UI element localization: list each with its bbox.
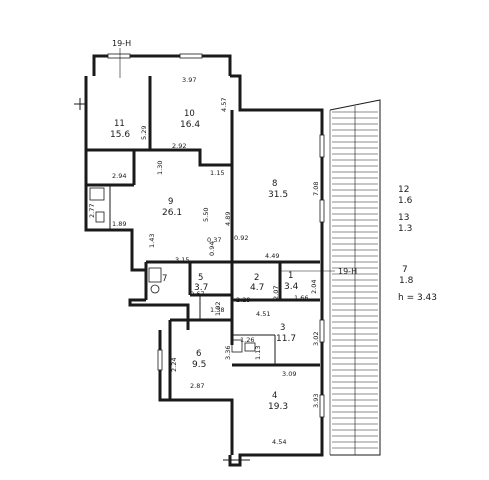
stair-outline [329,99,381,456]
legend-12-area: 1.6 [398,196,413,206]
dim-label: 7.08 [312,182,320,196]
dim-label: 1.38 [210,306,224,314]
fixtures [89,187,256,353]
room-10-area: 16.4 [180,120,200,130]
dim-label: 3.36 [224,346,232,360]
dim-label: 1.89 [112,220,126,228]
room-8-area: 31.5 [268,190,288,200]
room-3-number: 3 [280,323,285,333]
room-1-area: 3.4 [284,282,299,292]
area-legend: 12 1.6 13 1.3 7 1.8 h = 3.43 [398,185,437,303]
room-5-area: 3.7 [194,283,208,293]
dim-label: 1.13 [254,346,262,360]
legend-7-number: 7 [402,265,408,275]
dim-label: 4.51 [256,310,270,318]
dim-label: 3.15 [175,256,189,264]
dim-label: 1.66 [294,294,308,302]
dimension-labels: 3.97 4.57 5.29 2.92 1.15 2.94 1.30 5.50 … [88,76,320,446]
room-11-area: 15.6 [110,130,130,140]
room-1-number: 1 [288,271,293,281]
dim-label: 4.89 [224,212,232,226]
dim-label: 2.94 [112,172,126,180]
dim-label: 2.24 [170,358,178,372]
dim-label: 2.29 [236,296,250,304]
room-9-number: 9 [168,197,173,207]
dim-label: 1.02 [214,302,222,316]
section-markers: 19-H 19-H [112,39,357,276]
dim-label: 4.54 [272,438,286,446]
room-4-number: 4 [272,391,277,401]
section-mark-top: 19-H [112,39,131,48]
room-10-number: 10 [184,109,195,119]
legend-13-number: 13 [398,213,409,223]
dim-label: 3.97 [182,76,196,84]
room-9-area: 26.1 [162,208,182,218]
dim-label: 0.92 [234,234,248,242]
room-11-number: 11 [114,119,125,129]
dim-label: 2.07 [272,286,280,300]
room-labels: 11 15.6 10 16.4 9 26.1 8 31.5 7 5 3.7 2 … [110,109,299,412]
room-6-area: 9.5 [192,360,206,370]
interior-walls [86,76,320,400]
windows [107,53,325,418]
ceiling-height-note: h = 3.43 [398,293,437,303]
dim-label: 4.49 [265,252,279,260]
legend-12-number: 12 [398,185,409,195]
dim-label: 2.77 [88,204,96,218]
room-7-number: 7 [162,274,167,284]
legend-13-area: 1.3 [398,224,412,234]
dim-label: 3.93 [312,394,320,408]
dim-label: 1.43 [148,234,156,248]
section-mark-right: 19-H [338,267,357,276]
dim-label: 1.30 [156,161,164,175]
room-4-area: 19.3 [268,402,288,412]
room-3-area: 11.7 [276,334,296,344]
dim-label: 2.04 [310,280,318,294]
dim-label: 3.09 [282,370,296,378]
dim-label: 5.50 [202,208,210,222]
dim-label: 1.26 [240,336,254,344]
room-6-number: 6 [196,349,201,359]
room-2-area: 4.7 [250,283,264,293]
dim-label: 0.37 [207,236,221,244]
room-8-number: 8 [272,179,277,189]
dim-label: 0.67 [190,290,204,298]
dim-label: 3.02 [312,332,320,346]
room-5-number: 5 [198,273,203,283]
dim-label: 5.29 [140,126,148,140]
dim-label: 4.57 [220,98,228,112]
legend-7-area: 1.8 [399,276,414,286]
dim-label: 1.15 [210,169,224,177]
room-2-number: 2 [254,273,259,283]
dim-label: 0.94 [208,242,216,256]
dim-label: 2.92 [172,142,186,150]
dim-label: 2.87 [190,382,204,390]
